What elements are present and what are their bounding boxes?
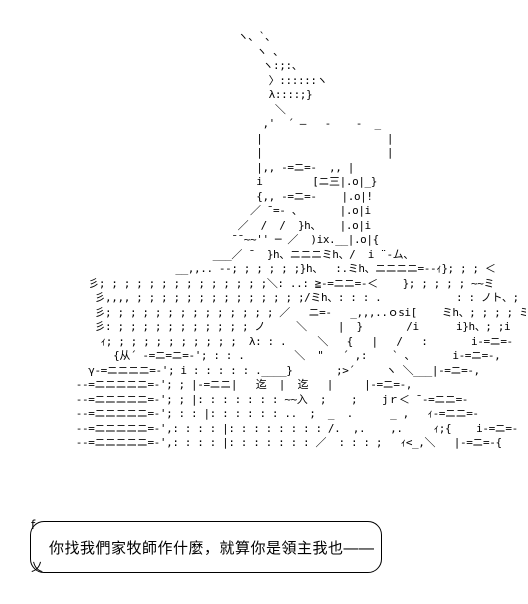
ascii-art-knight: ヽ、`、 ヽ 、 ヽ:;:、 〉::::::ヽ λ::::;} xyxy=(75,30,526,449)
bubble-top-mark: f xyxy=(31,518,36,532)
bubble-bottom-mark: 乂 xyxy=(31,560,44,574)
dialog-text: 你找我們家牧師作什麼，就算你是領主我也―― xyxy=(49,538,375,557)
speech-bubble: 你找我們家牧師作什麼，就算你是領主我也―― xyxy=(30,521,382,573)
